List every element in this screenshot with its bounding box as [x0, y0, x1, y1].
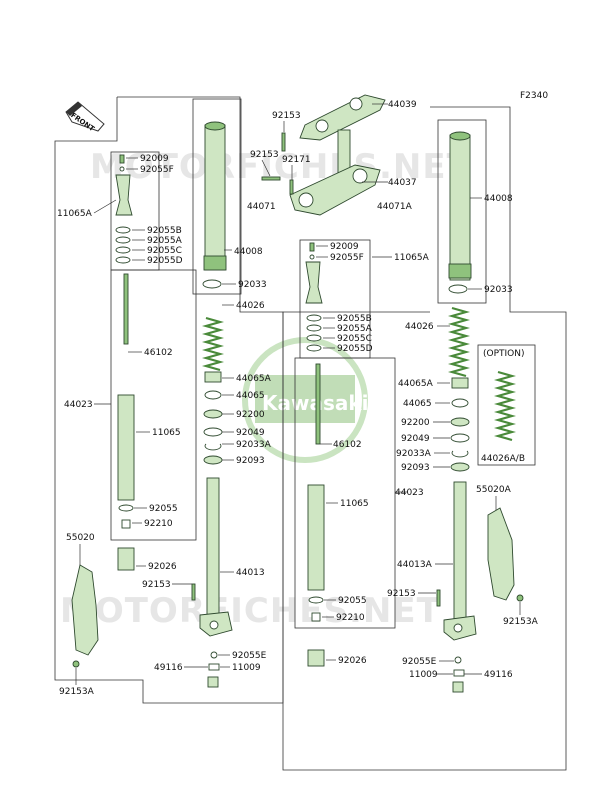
label-92171: 92171: [282, 155, 311, 165]
label-44013-left: 44013: [236, 568, 265, 578]
right-cap-parts: [305, 242, 323, 352]
label-44037: 44037: [388, 178, 417, 188]
label-11009-right: 11009: [409, 670, 438, 680]
option-spring: [493, 370, 517, 442]
left-tube-frame: [192, 98, 242, 295]
left-cap-parts: [115, 154, 133, 264]
label-49116-right: 49116: [484, 670, 513, 680]
diagram-code: F2340: [520, 91, 548, 101]
label-46102-left: 46102: [144, 348, 173, 358]
label-92033a-left: 92033A: [236, 440, 272, 450]
logo-text: Kawasaki: [262, 391, 369, 415]
label-92055f-right: 92055F: [330, 253, 364, 263]
label-92055f-left: 92055F: [140, 165, 174, 175]
label-92055c-right: 92055C: [337, 334, 372, 344]
label-44026-left: 44026: [236, 301, 265, 311]
label-92093-left: 92093: [236, 456, 265, 466]
label-92055a-right: 92055A: [337, 324, 373, 334]
label-11065a-right: 11065A: [394, 253, 430, 263]
label-11065-right: 11065: [340, 499, 369, 509]
right-inner-frame: [294, 357, 396, 629]
label-92009-left: 92009: [140, 154, 169, 164]
label-55020a: 55020A: [476, 485, 512, 495]
label-92033a-right: 92033A: [396, 449, 432, 459]
front-arrow-icon: FRONT: [65, 101, 105, 133]
label-92033-right: 92033: [484, 285, 513, 295]
label-92055b-right: 92055B: [337, 314, 372, 324]
label-92049-right: 92049: [401, 434, 430, 444]
label-11065a-left: 11065A: [57, 209, 93, 219]
label-46102-right: 46102: [333, 440, 362, 450]
label-44026-right: 44026: [405, 322, 434, 332]
label-44065a-right: 44065A: [398, 379, 434, 389]
label-92200-right: 92200: [401, 418, 430, 428]
right-tube-frame: [437, 119, 487, 304]
label-92055a-left: 92055A: [147, 236, 183, 246]
label-92210-left: 92210: [144, 519, 173, 529]
label-92210-right: 92210: [336, 613, 365, 623]
left-tube-parts: [191, 121, 233, 688]
label-92055-left: 92055: [149, 504, 178, 514]
label-49116-left: 49116: [154, 663, 183, 673]
watermark-bottom: MOTORFICHES.NET: [60, 591, 441, 631]
label-92093-right: 92093: [401, 463, 430, 473]
label-44023-left: 44023: [64, 400, 93, 410]
label-92033-left: 92033: [238, 280, 267, 290]
label-44071a: 44071A: [377, 202, 413, 212]
label-44008-left: 44008: [234, 247, 263, 257]
label-92055b-left: 92055B: [147, 226, 182, 236]
label-44039: 44039: [388, 100, 417, 110]
label-44023-right: 44023: [395, 488, 424, 498]
label-92055c-left: 92055C: [147, 246, 182, 256]
left-inner-frame: [110, 269, 197, 541]
label-55020: 55020: [66, 533, 95, 543]
label-44013a-right: 44013A: [397, 560, 433, 570]
label-92055d-left: 92055D: [147, 256, 183, 266]
right-damper-parts: [307, 363, 325, 667]
label-92200-left: 92200: [236, 410, 265, 420]
label-92009-right: 92009: [330, 242, 359, 252]
label-92153a-right: 92153A: [503, 617, 539, 627]
left-damper-parts: [117, 273, 135, 571]
label-44071: 44071: [247, 202, 276, 212]
label-92153-top2: 92153: [250, 150, 279, 160]
label-44008-right: 44008: [484, 194, 513, 204]
label-11065-left: 11065: [152, 428, 181, 438]
right-fork-guard: [487, 507, 524, 602]
kawasaki-logo: Kawasaki: [242, 337, 369, 463]
label-44065a-left: 44065A: [236, 374, 272, 384]
label-11009-left: 11009: [232, 663, 261, 673]
label-92055-right: 92055: [338, 596, 367, 606]
label-92055e-right: 92055E: [402, 657, 437, 667]
left-fork-frame: [54, 96, 284, 704]
label-92026-right: 92026: [338, 656, 367, 666]
label-92055e-left: 92055E: [232, 651, 267, 661]
label-92153a-left: 92153A: [59, 687, 95, 697]
label-92049-left: 92049: [236, 428, 265, 438]
left-fork-guard: [71, 564, 99, 668]
label-92026-left: 92026: [148, 562, 177, 572]
label-44065-right: 44065: [403, 399, 432, 409]
right-fork-frame: [282, 106, 567, 771]
label-92055d-right: 92055D: [337, 344, 373, 354]
label-92153-right: 92153: [387, 589, 416, 599]
right-tube-parts: [436, 131, 477, 693]
label-44065-left: 44065: [236, 391, 265, 401]
label-92153-left: 92153: [142, 580, 171, 590]
option-frame: [477, 344, 536, 466]
option-label: (OPTION): [483, 349, 525, 359]
leader-92153-top2: [261, 159, 271, 177]
label-44026ab: 44026A/B: [481, 454, 525, 464]
steering-stem-assembly: [261, 94, 386, 216]
label-92153-top: 92153: [272, 111, 301, 121]
leader-11065a-left: [93, 199, 117, 214]
